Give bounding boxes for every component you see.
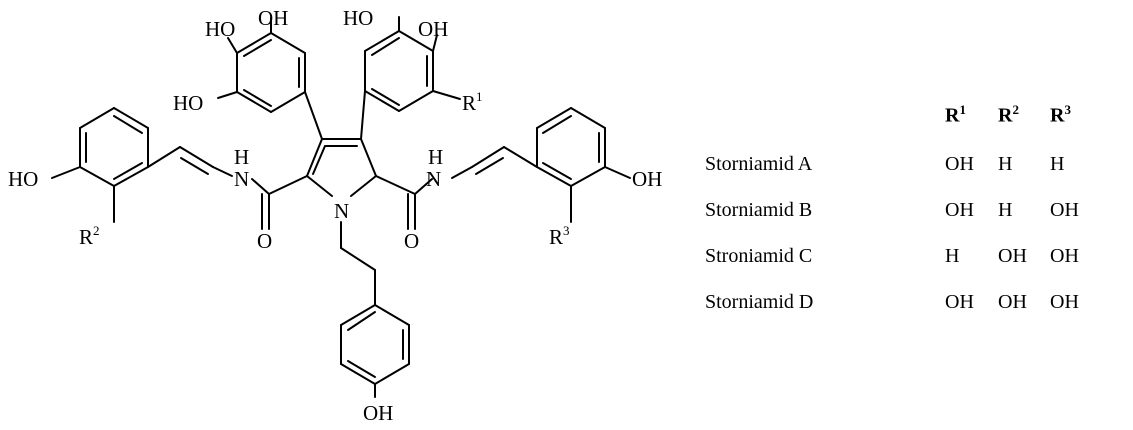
atom-label-oh: HO (173, 91, 203, 115)
atom-label-oh: HO (205, 17, 235, 41)
r3-value: H (1050, 152, 1065, 175)
r2-value: OH (998, 244, 1027, 267)
table-header-r3: R3 (1050, 102, 1071, 127)
r1-value: OH (945, 198, 974, 221)
atom-label-oh: HO (343, 6, 373, 30)
atom-label-r3: R3 (549, 223, 570, 249)
atom-label-o: O (257, 229, 272, 253)
table-row: Storniamid A OH H H (705, 141, 1100, 187)
r2-value: H (998, 198, 1013, 221)
atom-label-oh: HO (8, 167, 38, 191)
r3-value: OH (1050, 244, 1079, 267)
compound-name: Storniamid D (705, 290, 814, 313)
r2-value: OH (998, 290, 1027, 313)
atom-labels: HO OH HO OH HO R1 H N H N HO OH R2 R3 O … (8, 6, 662, 425)
r1-value: OH (945, 152, 974, 175)
table-header-r1: R1 (945, 102, 966, 127)
atom-label-n: N (334, 199, 349, 223)
table-row: Stroniamid C H OH OH (705, 233, 1100, 279)
bonds (51, 16, 631, 398)
compound-name: Stroniamid C (705, 244, 813, 267)
r3-value: OH (1050, 198, 1079, 221)
table-header-row: R1 R2 R3 (705, 89, 1100, 141)
atom-label-n: N (426, 167, 441, 191)
compound-name: Storniamid A (705, 152, 813, 175)
atom-label-oh: OH (418, 17, 448, 41)
atom-label-oh: OH (632, 167, 662, 191)
atom-label-r2: R2 (79, 223, 100, 249)
atom-label-o: O (404, 229, 419, 253)
r1-value: H (945, 244, 960, 267)
table-row: Storniamid D OH OH OH (705, 279, 1100, 325)
atom-label-n: N (234, 167, 249, 191)
table-header-blank (705, 89, 945, 141)
r3-value: OH (1050, 290, 1079, 313)
r1-value: OH (945, 290, 974, 313)
compound-name: Storniamid B (705, 198, 813, 221)
substituent-table: R1 R2 R3 Storniamid A OH H H Storniamid … (705, 89, 1100, 325)
atom-label-r1: R1 (462, 89, 483, 115)
atom-label-oh: OH (363, 401, 393, 425)
table-row: Storniamid B OH H OH (705, 187, 1100, 233)
atom-label-h: H (428, 145, 443, 169)
atom-label-oh: OH (258, 6, 288, 30)
storniamide-structure: HO OH HO OH HO R1 H N H N HO OH R2 R3 O … (8, 6, 662, 425)
atom-label-h: H (234, 145, 249, 169)
table-header-r2: R2 (998, 102, 1019, 127)
r2-value: H (998, 152, 1013, 175)
